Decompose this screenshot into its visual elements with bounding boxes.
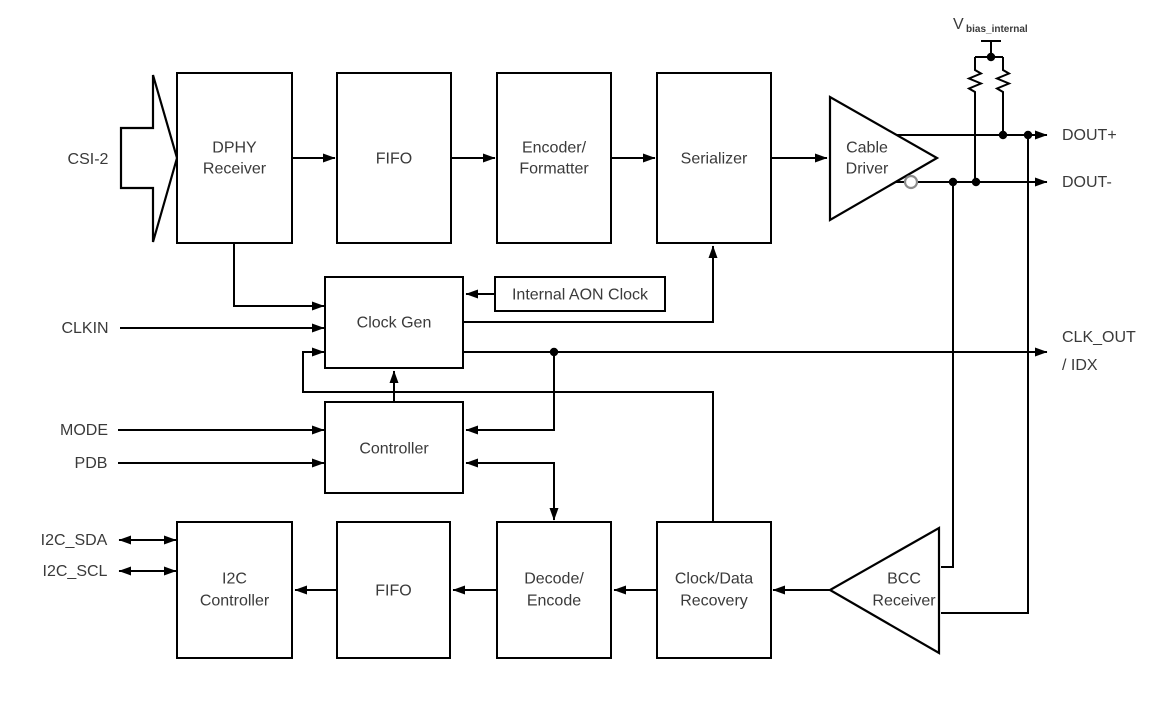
clock-data-recovery-label-line1: Clock/Data	[675, 571, 753, 588]
decode-encode-label-line2: Encode	[527, 593, 581, 610]
junction-doutminus-resistor	[971, 177, 981, 187]
cable-driver-label-line2: Driver	[846, 161, 889, 178]
junction-doutplus-loop	[1023, 130, 1033, 140]
cable-driver-triangle	[828, 95, 940, 222]
encoder-formatter-box	[496, 72, 612, 244]
port-label-dout-plus: DOUT+	[1062, 127, 1117, 144]
port-label-i2c-scl: I2C_SCL	[43, 563, 108, 580]
wire-controller-decode-bidir	[465, 458, 559, 521]
block-clock-gen: Clock Gen	[324, 276, 464, 369]
dphy-receiver-label-line2: Receiver	[203, 161, 267, 178]
cable-driver-label-line1: Cable	[846, 140, 888, 157]
block-i2c-controller: I2C Controller	[176, 521, 293, 659]
bcc-receiver-triangle	[827, 526, 941, 655]
decode-encode-label-line1: Decode/	[524, 571, 584, 588]
port-label-clkout-line1: CLK_OUT	[1062, 329, 1136, 346]
block-decode-encode: Decode/ Encode	[496, 521, 612, 659]
i2c-controller-box	[176, 521, 293, 659]
block-serializer: Serializer	[656, 72, 772, 244]
decode-encode-box	[496, 521, 612, 659]
internal-aon-clock-box	[494, 276, 666, 312]
clock-data-recovery-box	[656, 521, 772, 659]
tx-fifo-box	[336, 72, 452, 244]
block-clock-data-recovery: Clock/Data Recovery	[656, 521, 772, 659]
i2c-controller-label-line2: Controller	[200, 593, 270, 610]
port-label-vbias-main: V	[953, 16, 964, 33]
tx-fifo-label: FIFO	[376, 151, 412, 168]
port-label-clkout-line2: / IDX	[1062, 357, 1098, 374]
rx-fifo-label: FIFO	[375, 583, 411, 600]
rx-fifo-box	[336, 521, 451, 659]
block-bcc-receiver: BCC Receiver	[827, 526, 941, 655]
encoder-formatter-label-line1: Encoder/	[522, 140, 587, 157]
csi2-block-arrow-icon	[119, 74, 179, 243]
block-cable-driver: Cable Driver	[828, 95, 940, 222]
wire-clktap-to-controller	[465, 352, 555, 435]
block-rx-fifo: FIFO	[336, 521, 451, 659]
clock-gen-box	[324, 276, 464, 369]
port-label-pdb: PDB	[75, 455, 108, 472]
wire-cdr-to-clockgen	[302, 347, 714, 522]
port-label-dout-minus: DOUT-	[1062, 174, 1112, 191]
junction-vbias	[986, 52, 996, 62]
encoder-formatter-label-line2: Formatter	[519, 161, 589, 178]
junction-clkout-tap	[549, 347, 559, 357]
block-tx-fifo: FIFO	[336, 72, 452, 244]
block-encoder-formatter: Encoder/ Formatter	[496, 72, 612, 244]
wire-doutminus-to-bcc	[941, 182, 954, 568]
port-label-csi2: CSI-2	[68, 151, 109, 168]
internal-aon-clock-label: Internal AON Clock	[512, 287, 649, 304]
block-controller: Controller	[324, 401, 464, 494]
wire-clockgen-to-serializer	[463, 245, 718, 323]
serializer-label: Serializer	[681, 151, 748, 168]
block-dphy-receiver: DPHY Receiver	[176, 72, 293, 244]
vbias-resistor-left	[966, 57, 984, 182]
bcc-receiver-label-line2: Receiver	[872, 593, 936, 610]
port-label-mode: MODE	[60, 422, 108, 439]
port-label-i2c-sda: I2C_SDA	[41, 532, 108, 549]
block-internal-aon-clock: Internal AON Clock	[494, 276, 666, 312]
port-label-vbias-sub: bias_internal	[966, 24, 1028, 35]
i2c-controller-label-line1: I2C	[222, 571, 247, 588]
serializer-box	[656, 72, 772, 244]
controller-box	[324, 401, 464, 494]
dphy-receiver-label-line1: DPHY	[212, 140, 257, 157]
controller-label: Controller	[359, 441, 429, 458]
inverter-bubble-icon	[903, 174, 919, 190]
port-label-clkin: CLKIN	[61, 320, 108, 337]
junction-doutplus-resistor	[998, 130, 1008, 140]
wire-dphy-to-clockgen	[233, 244, 325, 311]
clock-gen-label: Clock Gen	[357, 315, 432, 332]
clock-data-recovery-label-line2: Recovery	[680, 593, 748, 610]
bcc-receiver-label-line1: BCC	[887, 571, 921, 588]
wire-doutplus-to-bcc	[941, 135, 1029, 614]
vbias-resistor-right	[994, 57, 1012, 135]
dphy-receiver-box	[176, 72, 293, 244]
junction-doutminus-loop	[948, 177, 958, 187]
